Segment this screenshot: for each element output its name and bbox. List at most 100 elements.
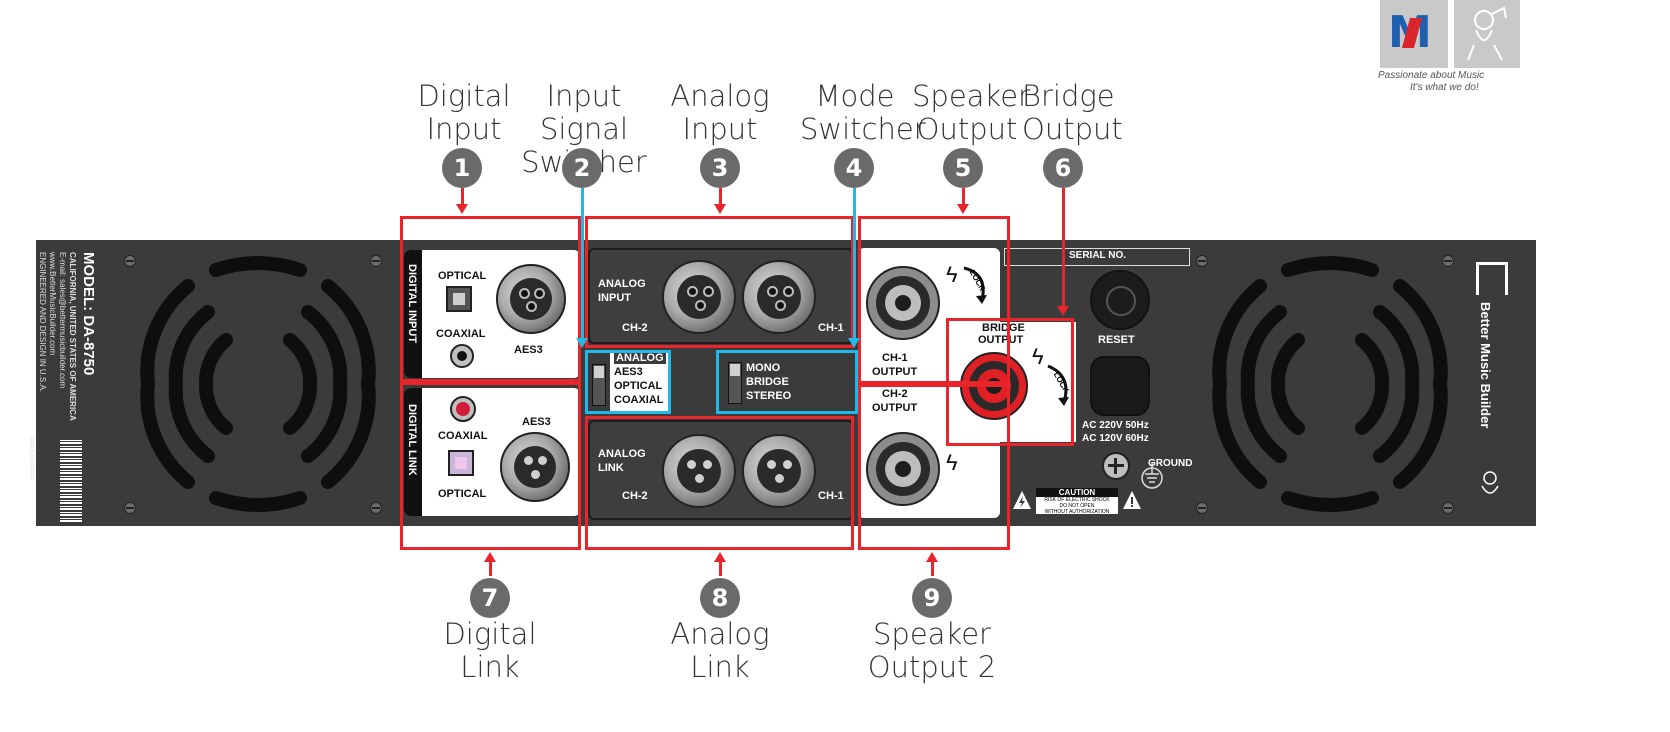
brand-m-icon — [1476, 262, 1508, 295]
arrow-up-icon — [484, 552, 496, 562]
lock-arrow-icon: LOCK — [1044, 362, 1074, 410]
speaker-output-1-connector[interactable] — [866, 266, 940, 340]
aes3-link-label: AES3 — [522, 416, 551, 428]
coaxial-input-port[interactable] — [450, 344, 474, 368]
input-option-analog: ANALOG — [614, 352, 666, 364]
analog-link-panel: ANALOG LINK CH-2 CH-1 — [588, 420, 854, 520]
analog-input-ch2-label: CH-2 — [622, 322, 648, 334]
lock-arrow-icon: LOCK — [958, 264, 992, 308]
callout-badge-2: 2 — [562, 148, 602, 188]
analog-link-label-1: ANALOG — [598, 448, 646, 460]
ch2-output-label-2: OUTPUT — [872, 402, 918, 414]
aes3-link-xlr[interactable] — [500, 432, 570, 502]
screw-icon — [1196, 502, 1208, 514]
analog-input-ch2-xlr[interactable] — [662, 260, 736, 334]
lightning-icon — [1012, 490, 1032, 510]
optical-link-port[interactable] — [448, 450, 474, 476]
callout-line-2 — [581, 188, 584, 338]
optical-input-label: OPTICAL — [438, 270, 487, 282]
callout-line-7 — [489, 562, 492, 576]
brand-name-vertical: Better Music Builder — [1478, 302, 1493, 429]
speaker-output-2-connector[interactable] — [866, 432, 940, 506]
callout-title-7: Digital Link — [443, 617, 537, 684]
ground-label: GROUND — [1148, 458, 1193, 469]
digital-input-side-label: DIGITAL INPUT — [404, 250, 422, 378]
mascot-icon — [1454, 0, 1520, 68]
lightning-icon: ϟ — [946, 450, 958, 475]
mode-switch-slider[interactable] — [728, 362, 742, 404]
bridge-output-panel: BRIDGE OUTPUT ϟ LOCK — [948, 322, 1076, 442]
arrow-down-icon — [714, 204, 726, 214]
input-switch-options: ANALOG AES3 OPTICAL COAXIAL — [610, 350, 668, 412]
screw-icon — [1442, 502, 1454, 514]
brand-tagline-2: It's what we do! — [1410, 82, 1479, 93]
logo-m-box: M — [1380, 0, 1448, 68]
callout-line-3 — [719, 188, 722, 204]
digital-input-panel: DIGITAL INPUT OPTICAL COAXIAL AES3 — [404, 250, 580, 378]
ac-voltage-label-1: AC 220V 50Hz — [1082, 420, 1149, 431]
input-switch-slider[interactable] — [592, 364, 606, 406]
analog-input-panel: ANALOG INPUT CH-2 CH-1 — [588, 248, 854, 344]
callout-box-analog-input — [585, 216, 854, 348]
callout-badge-8: 8 — [700, 578, 740, 618]
callout-line-9 — [931, 562, 934, 576]
coaxial-link-label: COAXIAL — [438, 430, 488, 442]
barcode-icon — [60, 440, 82, 522]
optical-input-port[interactable] — [446, 286, 472, 312]
analog-link-ch1-xlr[interactable] — [742, 434, 816, 508]
analog-input-ch1-xlr[interactable] — [742, 260, 816, 334]
brand-vertical: Better Music Builder — [1472, 262, 1512, 512]
callout-box-speaker-output-1 — [858, 216, 1010, 384]
arrow-down-icon — [456, 204, 468, 214]
screw-icon — [124, 255, 136, 267]
model-name: MODEL: DA-8750 — [80, 252, 97, 376]
bridge-output-label-2: OUTPUT — [978, 334, 1024, 346]
input-signal-switcher[interactable]: ANALOG AES3 OPTICAL COAXIAL — [588, 350, 668, 412]
callout-badge-1: 1 — [442, 148, 482, 188]
ground-terminal[interactable] — [1102, 452, 1130, 480]
bridge-output-label-1: BRIDGE — [982, 322, 1025, 334]
callout-box-bridge-output — [946, 318, 1074, 446]
arrow-up-icon — [714, 552, 726, 562]
coaxial-link-port[interactable] — [450, 396, 476, 422]
aes3-input-xlr[interactable] — [496, 264, 566, 334]
model-info: MODEL: DA-8750 CALIFORNIA, UNITED STATES… — [38, 248, 98, 522]
analog-link-ch2-xlr[interactable] — [662, 434, 736, 508]
ch1-output-label-1: CH-1 — [882, 352, 908, 364]
mode-option-bridge: BRIDGE — [746, 376, 789, 388]
lightning-icon: ϟ — [1032, 344, 1044, 369]
model-engineered: ENGINEERED AND DESIGN IN U.S.A. — [38, 252, 47, 393]
callout-box-digital-input — [400, 216, 581, 382]
callout-line-5 — [962, 188, 965, 204]
model-website: www.BetterMusicBuilder.com — [48, 252, 57, 356]
analog-input-label-2: INPUT — [598, 292, 631, 304]
digital-link-side-label: DIGITAL LINK — [404, 388, 422, 516]
callout-badge-5: 5 — [943, 148, 983, 188]
ground-icon — [1140, 462, 1164, 490]
arrow-up-icon — [926, 552, 938, 562]
mascot-icon — [1472, 466, 1508, 502]
callout-box-speaker-output-2 — [858, 384, 1010, 550]
brand-tagline-1: Passionate about Music — [1378, 70, 1485, 81]
reset-button[interactable] — [1090, 270, 1150, 330]
callout-title-9: Speaker Output 2 — [867, 617, 997, 684]
optical-link-label: OPTICAL — [438, 488, 487, 500]
callout-badge-4: 4 — [834, 148, 874, 188]
power-inlet[interactable] — [1090, 356, 1150, 416]
model-address: CALIFORNIA, UNITED STATES OF AMERICA — [68, 252, 77, 421]
ac-voltage-label-2: AC 120V 60Hz — [1082, 433, 1149, 444]
lightning-icon: ϟ — [946, 262, 958, 287]
warning-icon — [1122, 490, 1142, 510]
model-email: E-mail: sales@bettermusicbuilder.com — [58, 252, 67, 389]
mode-switcher[interactable]: MONO BRIDGE STEREO — [720, 356, 850, 408]
callout-line-8 — [719, 562, 722, 576]
barcode-number: 3841505240000 — [28, 436, 34, 480]
input-option-optical: OPTICAL — [614, 380, 663, 392]
caution-label: CAUTION RISK OF ELECTRIC SHOCK DO NOT OP… — [1012, 488, 1142, 516]
screw-icon — [124, 502, 136, 514]
mode-option-mono: MONO — [746, 362, 781, 374]
callout-box-digital-link — [400, 382, 581, 550]
